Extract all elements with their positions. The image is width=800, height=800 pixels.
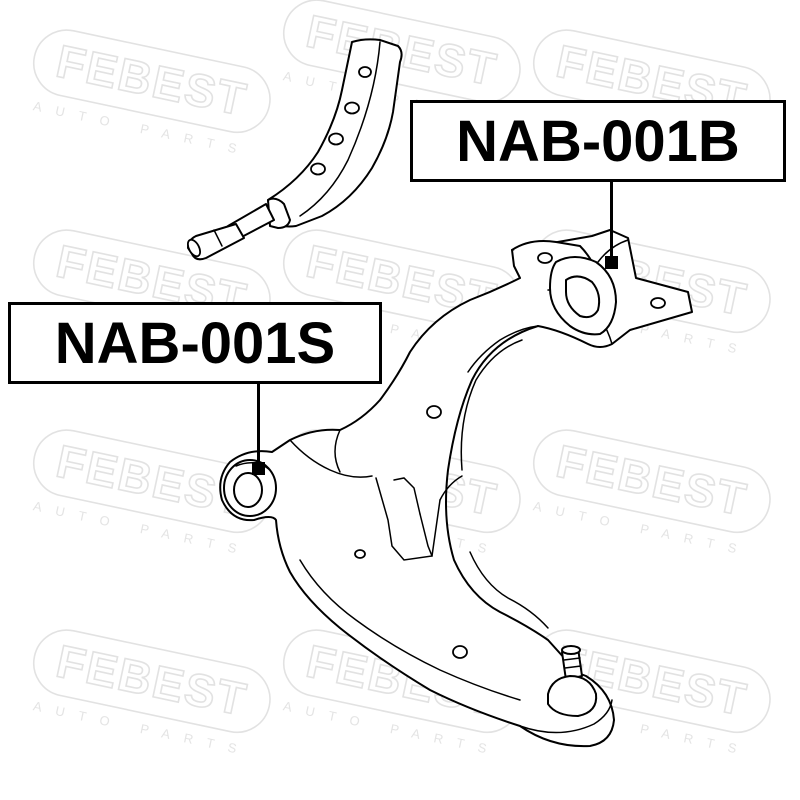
part-number-lower: NAB-001S bbox=[54, 310, 336, 376]
lower-control-arm bbox=[219, 229, 693, 748]
part-number-upper: NAB-001B bbox=[456, 108, 740, 174]
leader-line-upper bbox=[610, 182, 613, 260]
leader-line-lower bbox=[257, 384, 260, 466]
leader-marker-lower bbox=[252, 462, 265, 475]
tension-rod-bracket bbox=[186, 38, 403, 261]
part-label-lower: NAB-001S bbox=[8, 302, 382, 384]
part-label-upper: NAB-001B bbox=[410, 100, 786, 182]
leader-marker-upper bbox=[605, 256, 618, 269]
